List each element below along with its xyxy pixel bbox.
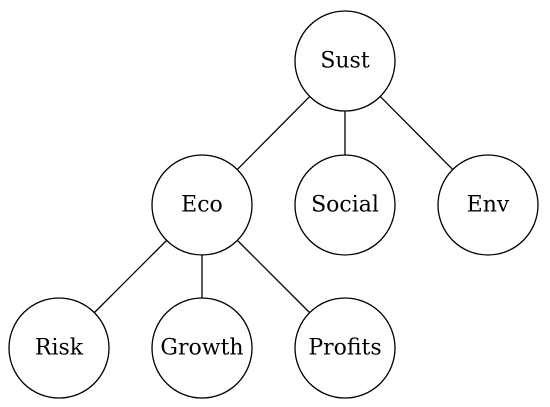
node-growth-label: Growth <box>160 336 243 361</box>
node-growth: Growth <box>151 297 253 399</box>
node-profits: Profits <box>294 297 396 399</box>
node-eco-circle <box>151 154 253 256</box>
node-eco-label: Eco <box>181 193 223 218</box>
node-sust-label: Sust <box>320 49 370 74</box>
node-env-circle <box>437 154 539 256</box>
edge-eco-risk <box>93 239 168 314</box>
node-env-label: Env <box>467 193 510 218</box>
edge-sust-env <box>379 96 454 170</box>
node-social-label: Social <box>311 193 379 218</box>
node-profits-label: Profits <box>308 336 381 361</box>
node-risk-label: Risk <box>35 336 84 361</box>
node-social: Social <box>294 154 396 256</box>
edge-sust-eco <box>236 96 311 170</box>
node-growth-circle <box>151 297 253 399</box>
edges-layer <box>93 96 454 314</box>
edge-eco-profits <box>236 239 311 314</box>
node-sust: Sust <box>294 10 396 112</box>
node-eco: Eco <box>151 154 253 256</box>
node-risk: Risk <box>8 297 110 399</box>
node-risk-circle <box>8 297 110 399</box>
node-social-circle <box>294 154 396 256</box>
node-profits-circle <box>294 297 396 399</box>
node-sust-circle <box>294 10 396 112</box>
node-env: Env <box>437 154 539 256</box>
